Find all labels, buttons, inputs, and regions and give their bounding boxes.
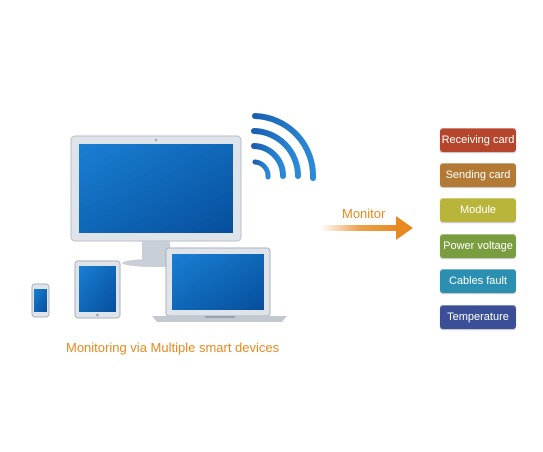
- badge-module: Module: [440, 198, 516, 222]
- badge-temperature: Temperature: [440, 305, 516, 329]
- badge-cables-fault: Cables fault: [440, 269, 516, 293]
- desktop-monitor-icon: [70, 135, 242, 267]
- badge-power-voltage: Power voltage: [440, 234, 516, 258]
- tablet-icon: [74, 260, 121, 319]
- badge-sending-card: Sending card: [440, 163, 516, 187]
- monitor-label: Monitor: [342, 206, 386, 221]
- smartphone-icon: [31, 283, 50, 318]
- badge-receiving-card: Receiving card: [440, 128, 516, 152]
- monitor-arrow: [320, 216, 413, 240]
- wifi-signal-icon: [251, 113, 317, 181]
- laptop-icon: [152, 247, 287, 322]
- caption: Monitoring via Multiple smart devices: [66, 340, 280, 355]
